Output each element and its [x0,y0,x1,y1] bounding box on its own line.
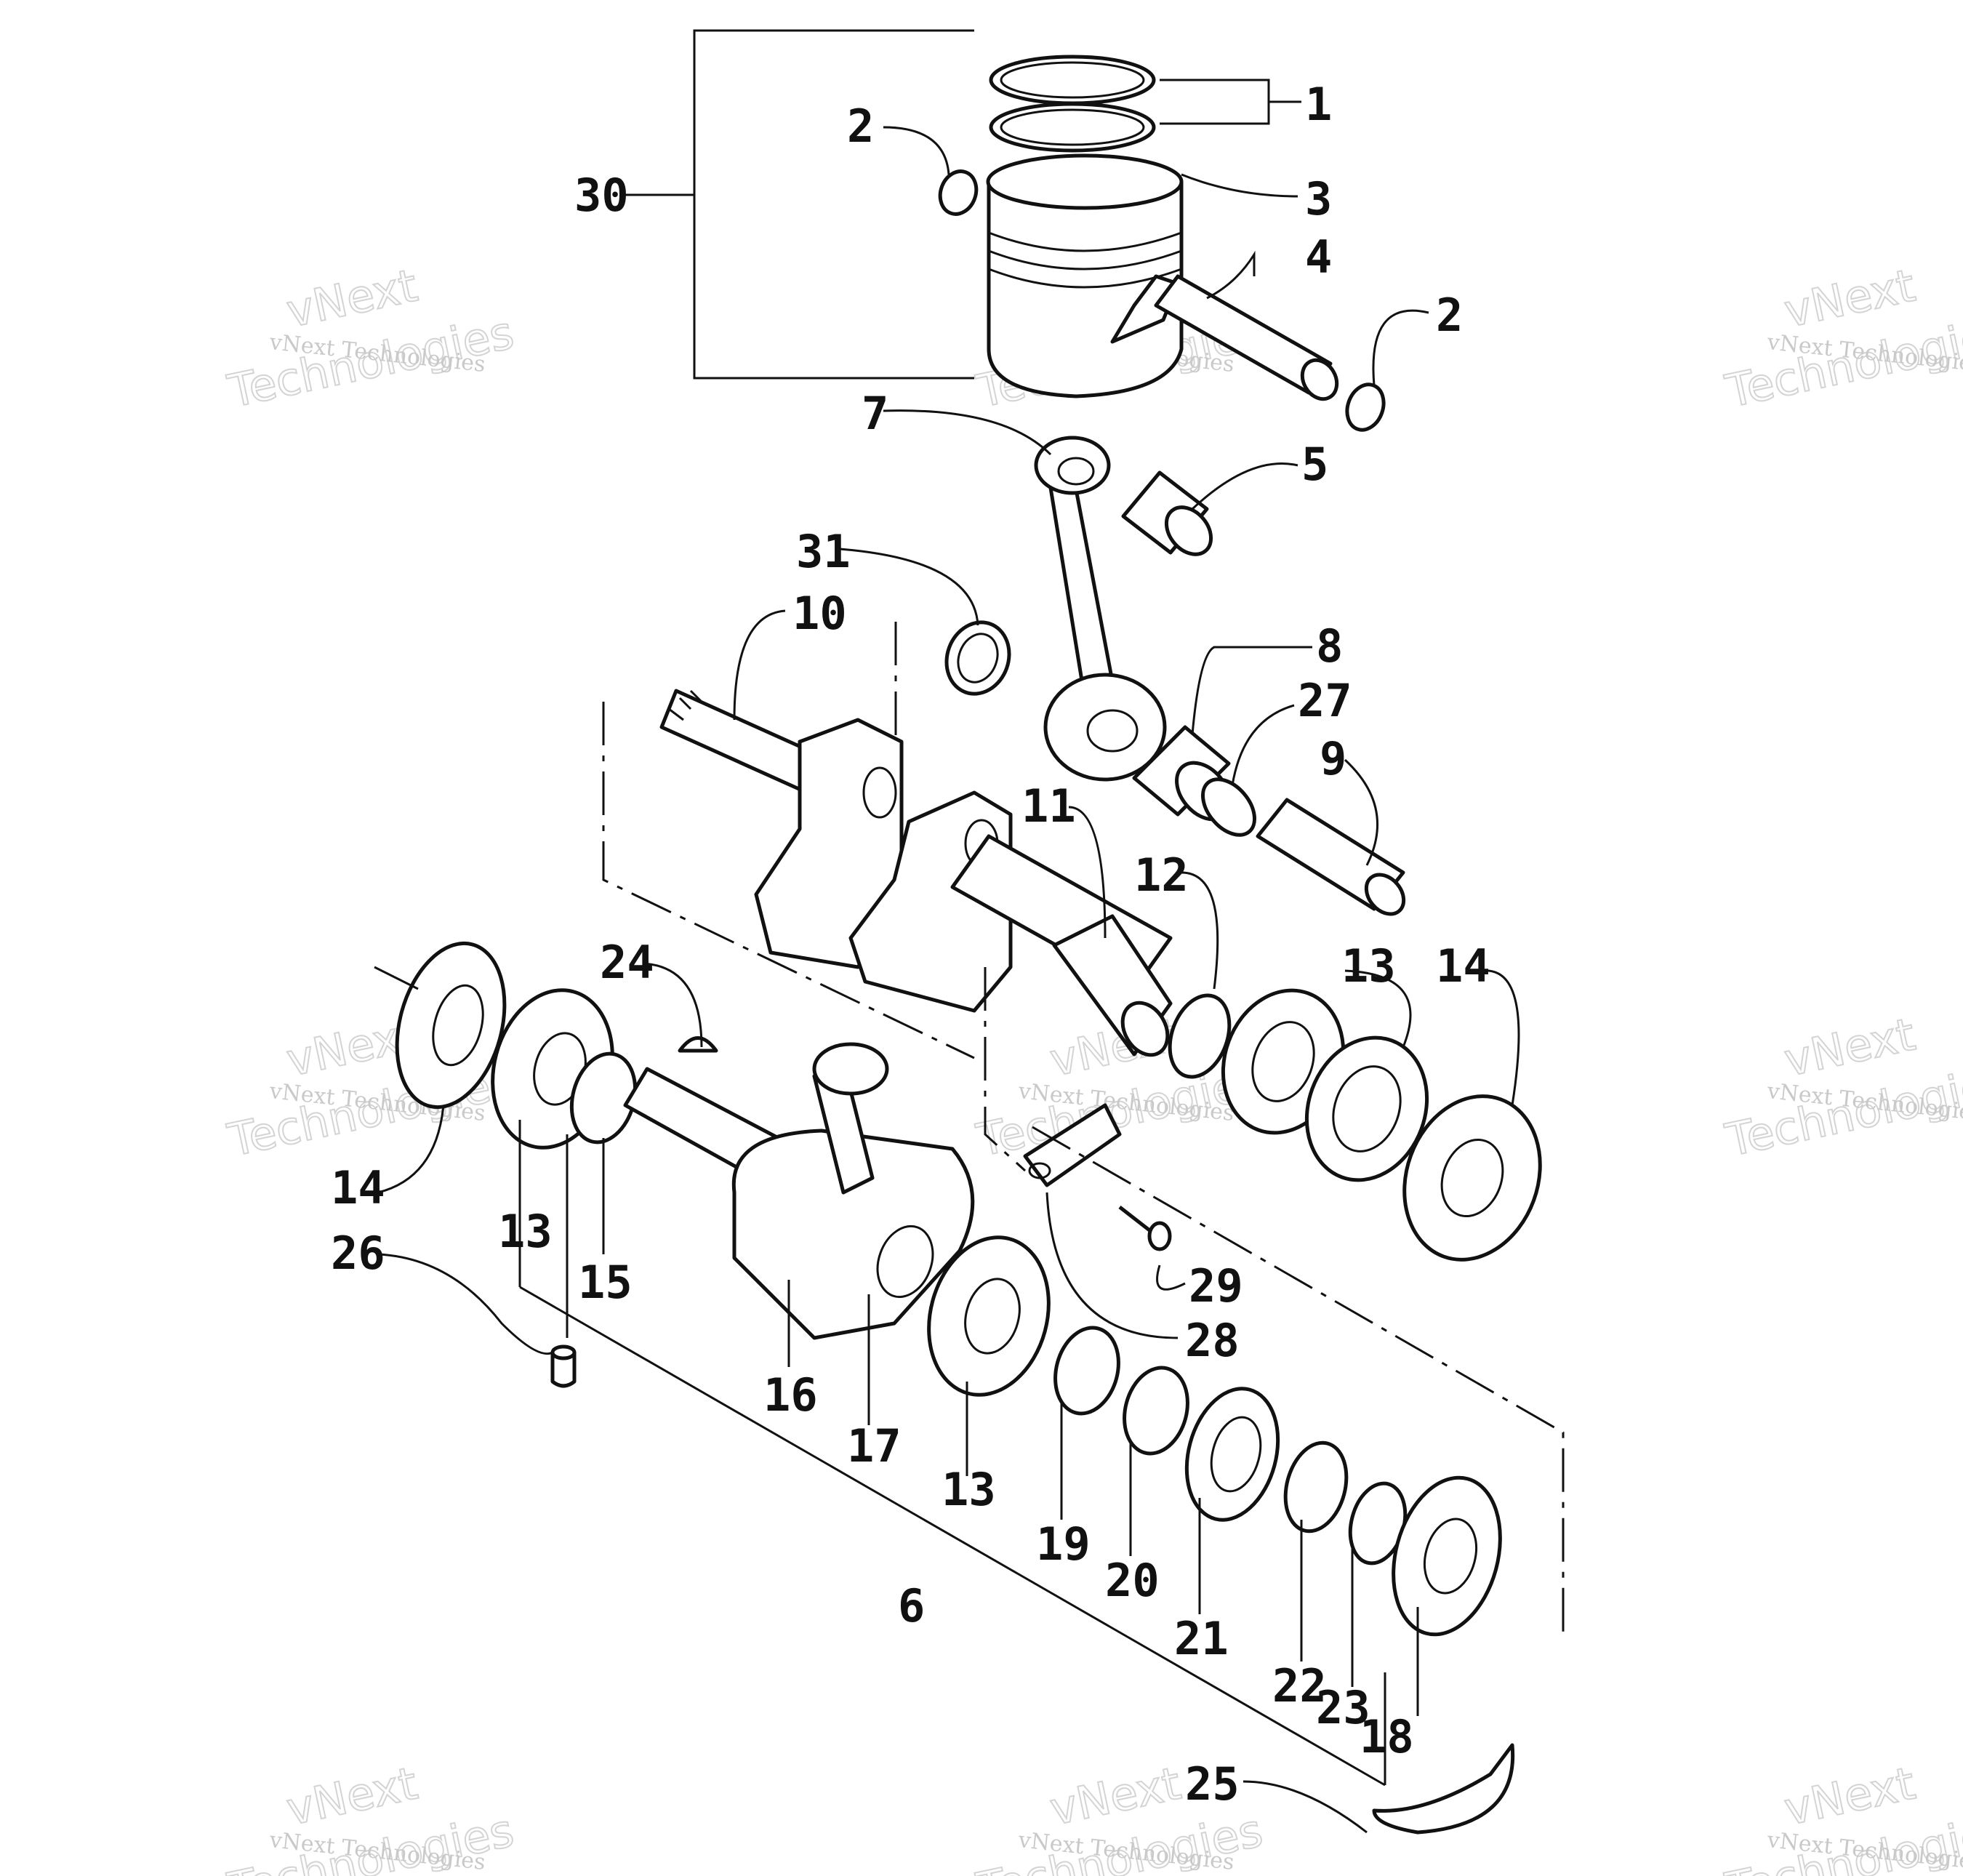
callout-22: 22 [1272,1659,1327,1712]
woodruff-key-24 [678,1036,718,1053]
crankshaft-left-half [659,689,904,969]
callout-30: 30 [574,169,629,222]
callout-labels: 1 2 2 3 4 5 6 7 8 9 10 11 12 13 13 13 14… [331,78,1490,1811]
callout-26: 26 [331,1227,385,1280]
callout-31: 31 [796,525,851,578]
callout-15: 15 [578,1256,633,1309]
callout-25: 25 [1185,1757,1240,1811]
ring-19 [1053,1326,1120,1416]
callout-20: 20 [1105,1554,1160,1607]
ring-22 [1283,1440,1349,1534]
callout-14a: 14 [1436,939,1490,993]
callout-23: 23 [1316,1681,1370,1734]
bearing-13-upper-2 [1304,1035,1429,1182]
piston-pin [1154,274,1339,401]
thrust-washer [944,620,1011,696]
callout-17: 17 [847,1419,902,1472]
watermark-bottom-left: vNext Technologies vNext Technologies [222,1756,519,1876]
svg-text:vNext: vNext [282,1757,422,1836]
callout-29: 29 [1189,1259,1243,1312]
callout-28: 28 [1185,1314,1240,1367]
piston-assembly-bracket [625,29,974,380]
snap-ring-25 [1372,1743,1515,1835]
lock-plate-28 [1023,1103,1122,1187]
svg-text:vNext: vNext [1780,259,1919,338]
circlip-left [938,169,979,216]
callout-27: 27 [1298,674,1352,727]
needle-bearing-small-end [1121,470,1213,556]
callout-7: 7 [862,387,888,440]
crankshaft-assembly-lower [623,1042,975,1340]
callout-21: 21 [1174,1612,1229,1665]
callout-8: 8 [1316,620,1343,673]
callout-16: 16 [763,1368,818,1422]
callout-14b: 14 [331,1161,385,1214]
bearing-18 [1392,1475,1502,1637]
piston [986,153,1184,398]
callout-24: 24 [600,936,654,989]
watermark-top-left: vNext Technologies vNext Technologies [222,258,519,419]
leader-lines [377,79,1520,1834]
callout-2b: 2 [1436,289,1463,342]
callout-10: 10 [792,587,847,640]
piston-rings [989,55,1156,153]
callout-9: 9 [1320,732,1346,785]
callout-5: 5 [1301,438,1328,491]
svg-text:vNext: vNext [1780,1757,1919,1836]
callout-4: 4 [1305,231,1332,284]
watermark-mid-right: vNext Technologies vNext Technologies [1720,1007,1963,1168]
bearing-13-lower-mid [927,1235,1051,1397]
callout-18: 18 [1360,1710,1414,1763]
svg-text:vNext: vNext [282,259,422,338]
watermark-bottom-right: vNext Technologies vNext Technologies [1720,1756,1963,1876]
callout-3: 3 [1305,172,1332,225]
callout-19: 19 [1036,1518,1091,1571]
callout-2a: 2 [847,100,874,153]
crankshaft-right-half [848,790,1173,1057]
seal-21 [1184,1387,1280,1522]
callout-13b: 13 [498,1205,553,1258]
screw-29 [1118,1206,1172,1251]
dowel-pin-26 [550,1344,577,1388]
callout-6: 6 [898,1579,925,1632]
oil-seal-14-upper [1402,1094,1542,1262]
circlip-right [1345,382,1386,432]
callout-1: 1 [1305,78,1332,131]
callout-12: 12 [1134,849,1189,902]
callout-13c: 13 [942,1463,996,1516]
crank-pin-9 [1256,798,1406,916]
callout-13a: 13 [1341,939,1396,993]
callout-11: 11 [1021,779,1076,833]
connecting-rod [1034,436,1167,782]
dash-outline-upper [602,622,975,1059]
oil-seal-14-lower [395,941,507,1110]
watermark-top-right: vNext Technologies vNext Technologies [1720,258,1963,419]
washer-27 [1201,777,1256,837]
svg-text:vNext: vNext [1780,1008,1919,1087]
ring-20 [1123,1366,1189,1456]
